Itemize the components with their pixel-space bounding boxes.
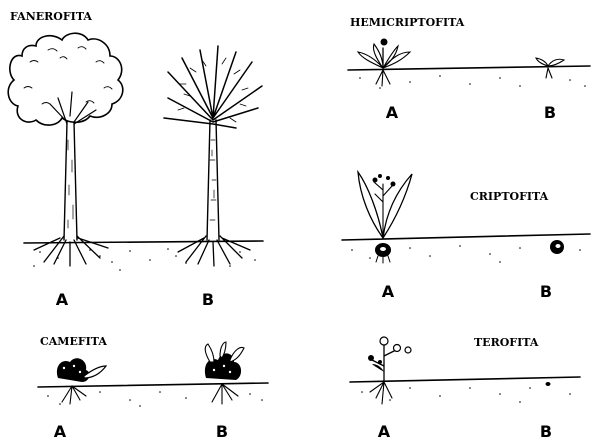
camefita-plant-b <box>205 342 244 404</box>
fanerofita-label-b: B <box>202 290 214 309</box>
fanerofita-soil-dots <box>33 248 256 271</box>
terofita-label-a: A <box>378 422 391 440</box>
fanerofita-tree-a <box>8 33 123 266</box>
terofita-seed-b <box>546 382 551 386</box>
criptofita-panel: CRIPTOFITA A B <box>342 172 590 301</box>
camefita-title: CAMEFITA <box>40 335 107 348</box>
criptofita-label-b: B <box>540 282 552 301</box>
fanerofita-label-a: A <box>56 290 69 309</box>
fanerofita-panel: FANEROFITA A B <box>8 10 263 309</box>
hemicriptofita-panel: HEMICRIPTOFITA A B <box>348 16 590 122</box>
hemicriptofita-title: HEMICRIPTOFITA <box>350 16 465 29</box>
hemicriptofita-label-a: A <box>386 103 399 122</box>
hemicriptofita-label-b: B <box>544 103 556 122</box>
camefita-plant-a <box>57 358 106 404</box>
terofita-panel: TEROFITA A B <box>350 336 580 440</box>
camefita-label-b: B <box>216 422 228 440</box>
camefita-label-a: A <box>54 422 67 440</box>
criptofita-title: CRIPTOFITA <box>470 190 549 203</box>
criptofita-label-a: A <box>382 282 395 301</box>
fanerofita-title: FANEROFITA <box>10 10 92 23</box>
criptofita-plant-b <box>550 240 564 254</box>
camefita-panel: CAMEFITA A B <box>38 335 268 440</box>
hemicriptofita-flower <box>381 39 388 46</box>
fanerofita-tree-b <box>164 46 262 266</box>
terofita-soil-dots <box>361 387 571 403</box>
terofita-title: TEROFITA <box>474 336 539 349</box>
tree-a-crown <box>8 33 123 125</box>
terofita-plant-a <box>368 337 411 404</box>
criptofita-ground-line <box>342 234 590 240</box>
hemicriptofita-plant-b <box>536 58 564 78</box>
criptofita-plant-a <box>358 172 412 263</box>
hemicriptofita-plant-a <box>358 39 410 87</box>
terofita-label-b: B <box>540 422 552 440</box>
